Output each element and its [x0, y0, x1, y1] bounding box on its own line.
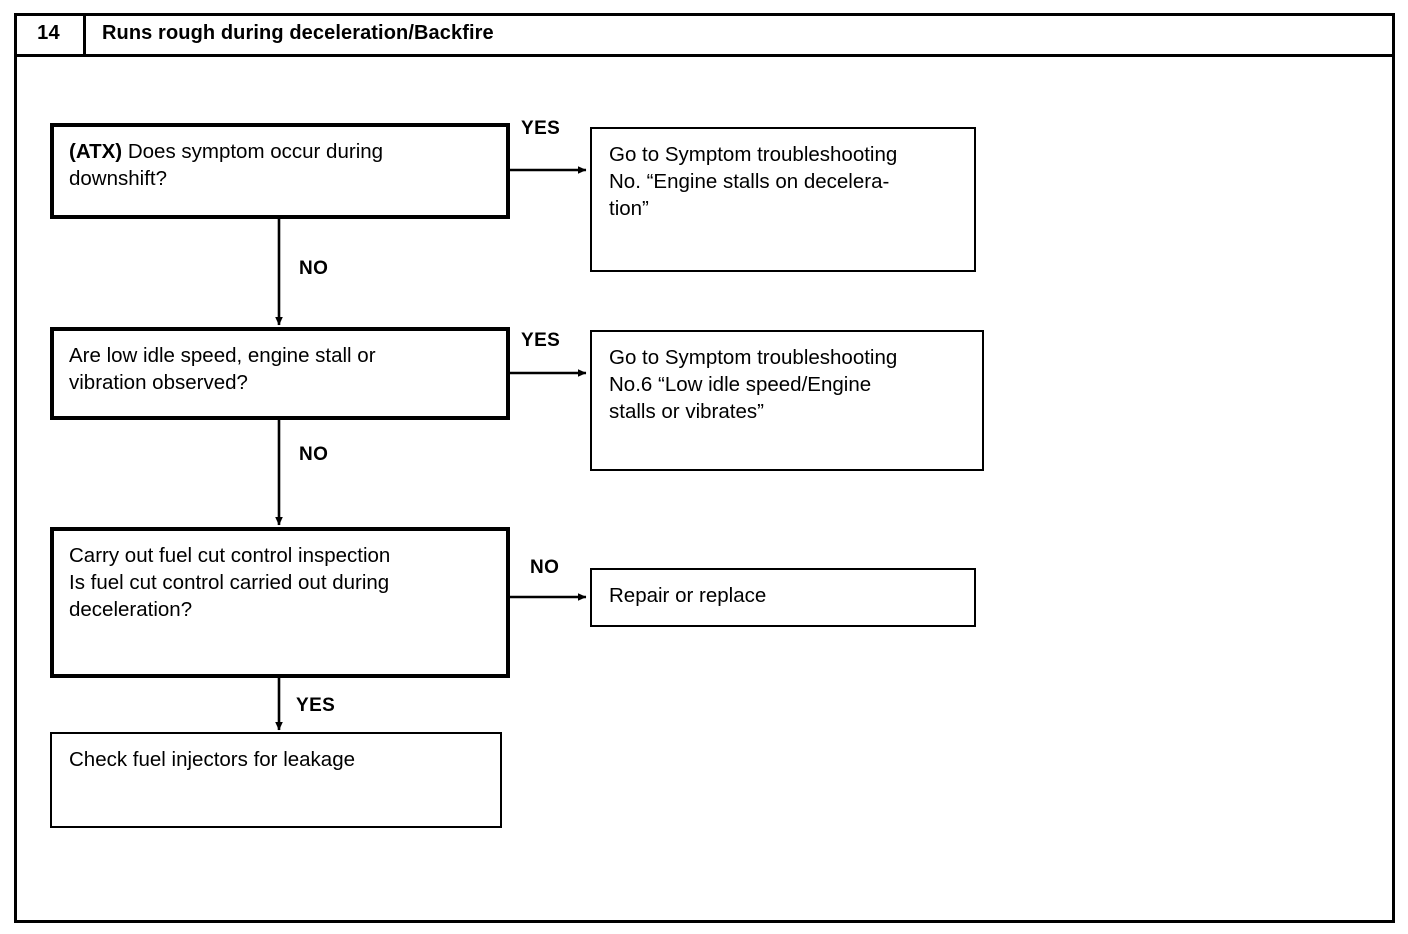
node-goto-symptom-engine-stalls-text: Go to Symptom troubleshooting No. “Engin… — [609, 143, 898, 220]
node-fuel-cut-control-question-text: Carry out fuel cut control inspection Is… — [69, 544, 391, 621]
node-low-idle-question: Are low idle speed, engine stall or vibr… — [50, 327, 510, 420]
node-check-fuel-injectors: Check fuel injectors for leakage — [50, 732, 502, 828]
node-goto-symptom-no6: Go to Symptom troubleshooting No.6 “Low … — [590, 330, 984, 471]
header-number-cell: 14 — [14, 13, 86, 54]
atx-rest-text: Does symptom occur during downshift? — [69, 140, 384, 190]
atx-bold-prefix: (ATX) — [69, 140, 123, 163]
page-title: Runs rough during deceleration/Backfire — [102, 22, 494, 44]
edge-label-q3-yes: YES — [296, 695, 336, 716]
node-goto-symptom-no6-text: Go to Symptom troubleshooting No.6 “Low … — [609, 346, 898, 423]
node-check-fuel-injectors-text: Check fuel injectors for leakage — [69, 748, 356, 771]
header-row: 14 Runs rough during deceleration/Backfi… — [14, 13, 1395, 57]
edge-label-q3-no: NO — [530, 557, 560, 578]
edge-label-q1-yes: YES — [521, 118, 561, 139]
node-low-idle-question-text: Are low idle speed, engine stall or vibr… — [69, 344, 376, 394]
edge-label-q2-no: NO — [299, 444, 329, 465]
node-fuel-cut-control-question: Carry out fuel cut control inspection Is… — [50, 527, 510, 678]
edge-label-q1-no: NO — [299, 258, 329, 279]
node-atx-downshift-text: (ATX) Does symptom occur during downshif… — [69, 138, 496, 192]
node-goto-symptom-engine-stalls: Go to Symptom troubleshooting No. “Engin… — [590, 127, 976, 272]
page-border — [14, 13, 1395, 923]
node-atx-downshift-question: (ATX) Does symptom occur during downshif… — [50, 123, 510, 219]
node-repair-or-replace-text: Repair or replace — [609, 584, 767, 607]
node-repair-or-replace: Repair or replace — [590, 568, 976, 627]
edge-label-q2-yes: YES — [521, 330, 561, 351]
